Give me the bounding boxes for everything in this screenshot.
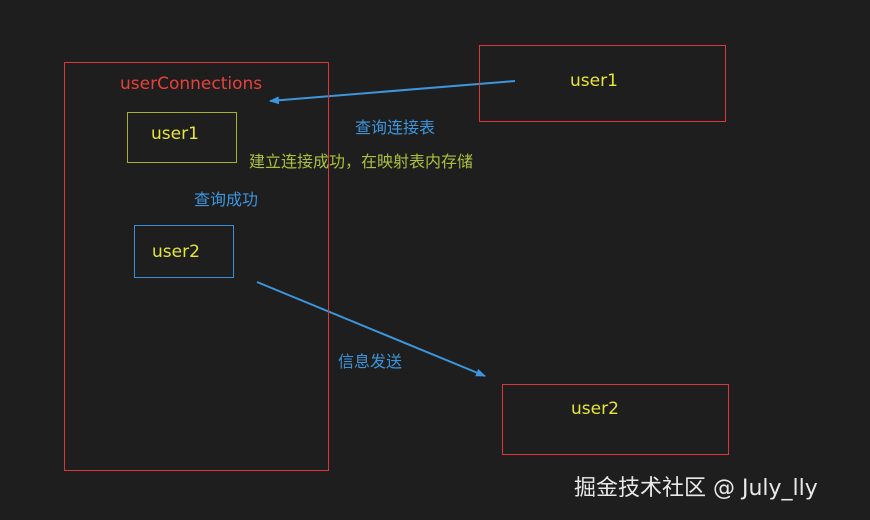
inner-user1-box [127,112,237,163]
query-connection-table-annotation: 查询连接表 [355,118,436,137]
outer-user2-box [502,384,729,455]
user-connections-title: userConnections [120,74,263,94]
connection-success-annotation: 建立连接成功，在映射表内存储 [249,152,474,171]
message-send-annotation: 信息发送 [338,352,403,371]
outer-user1-box [479,45,726,122]
inner-user2-box [134,225,234,278]
query-success-annotation: 查询成功 [194,190,259,209]
inner-user1-label: user1 [151,124,199,144]
inner-user2-label: user2 [152,242,200,262]
user-connections-container [64,62,329,471]
arrow-user1-to-connections [269,80,516,105]
outer-user2-label: user2 [571,399,619,419]
outer-user1-label: user1 [570,71,618,91]
arrow-user2-to-user2 [256,281,486,377]
watermark: 掘金技术社区 @ July_lly [574,476,818,501]
